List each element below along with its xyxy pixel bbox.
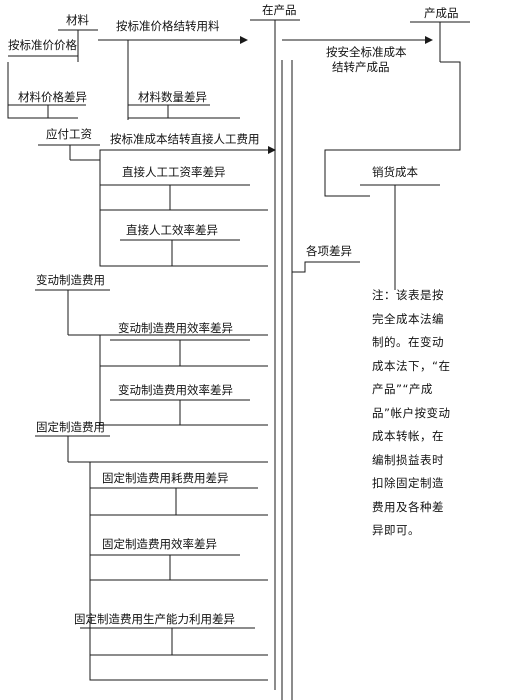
accounts-payable-account: 应付工资 [38,127,100,160]
var-oh-efficiency-variance-2-account: 变动制造费用效率差异 [110,383,250,425]
arrowhead-wip-to-finished-goods [425,36,433,44]
var-oh-efficiency-variance-1-label: 变动制造费用效率差异 [118,321,233,335]
material-price-variance-label: 材料价格差异 [18,90,87,104]
at-standard-price-label: 按标准价价格 [8,38,77,52]
labor-rate-variance-label: 直接人工工资率差异 [122,165,226,179]
fixed-oh-spending-variance-label: 固定制造费用耗费用差异 [102,471,229,485]
connector-var-oh-2 [99,366,268,426]
arrow-standard-price-purchase [8,55,79,62]
transfer-direct-labor-label: 按标准成本结转直接人工费用 [110,132,260,146]
wip-label: 在产品 [262,3,297,17]
fixed-overhead-label: 固定制造费用 [36,420,105,434]
labor-rate-variance-account: 直接人工工资率差异 [100,165,250,210]
footnote: 注：该表是按完全成本法编制的。在变动成本法下，“在产品”“产成品”帐户按变动成本… [372,288,451,537]
fixed-oh-efficiency-variance-label: 固定制造费用效率差异 [102,537,217,551]
transfer-finished-goods-line1: 按安全标准成本 [326,45,407,59]
arrow-variances-to-cogs [292,261,360,273]
labor-efficiency-variance-label: 直接人工效率差异 [126,223,218,237]
variable-overhead-label: 变动制造费用 [36,273,105,287]
accounts-payable-label: 应付工资 [46,127,92,141]
connector-finished-goods-to-cogs [324,61,461,197]
arrowhead-direct-labor [268,146,276,154]
connector-labor-efficiency [99,210,268,267]
connector-price-variance [7,62,78,119]
fixed-oh-efficiency-variance-account: 固定制造费用效率差异 [90,537,240,580]
fixed-oh-capacity-variance-label: 固定制造费用生产能力利用差异 [74,612,235,626]
cogs-label: 销货成本 [372,165,418,179]
arrowhead-materials-to-wip [240,36,248,44]
fixed-oh-spending-variance-account: 固定制造费用耗费用差异 [90,471,258,515]
materials-label: 材料 [66,13,89,27]
labor-efficiency-variance-account: 直接人工效率差异 [120,223,240,266]
transfer-materials-label: 按标准价格结转用料 [116,19,220,33]
finished-goods-account: 产成品 [410,6,470,62]
all-variances-label: 各项差异 [306,244,352,258]
variable-overhead-account: 变动制造费用 [35,273,110,335]
finished-goods-label: 产成品 [424,6,459,20]
fixed-oh-capacity-variance-account: 固定制造费用生产能力利用差异 [74,612,255,655]
fixed-overhead-account: 固定制造费用 [35,420,110,462]
var-oh-efficiency-variance-1-account: 变动制造费用效率差异 [110,321,250,366]
arrow-direct-labor-to-wip [70,149,268,161]
wip-account: 在产品 [250,3,300,700]
connector-bottom [89,655,268,681]
transfer-finished-goods-line2: 结转产成品 [332,60,390,74]
material-price-variance-account: 材料价格差异 [8,90,87,118]
material-quantity-variance-account: 材料数量差异 [128,90,210,118]
material-quantity-variance-label: 材料数量差异 [138,90,207,104]
cogs-account: 销货成本 [360,165,440,290]
materials-account: 材料 [58,13,98,56]
var-oh-efficiency-variance-2-label: 变动制造费用效率差异 [118,383,233,397]
